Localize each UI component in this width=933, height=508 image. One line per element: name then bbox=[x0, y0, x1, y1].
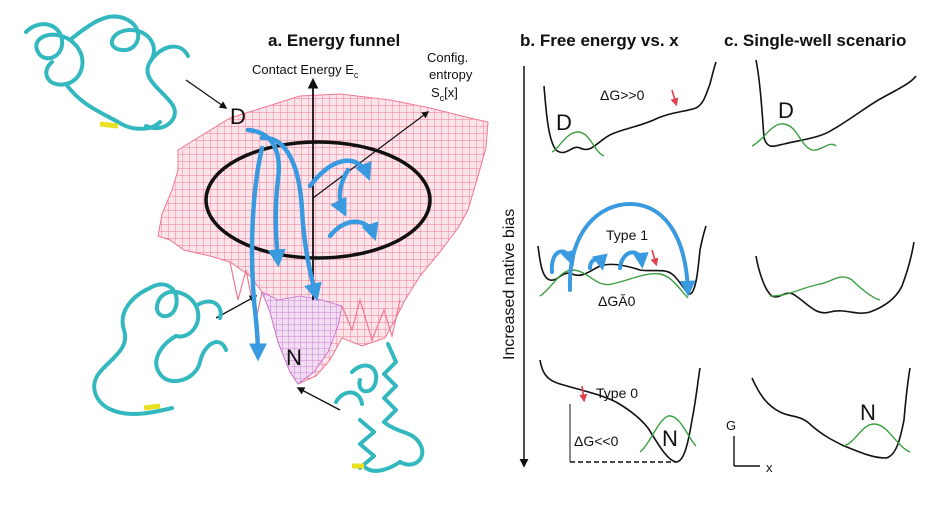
g-label: G bbox=[726, 418, 736, 433]
top-D: D bbox=[556, 110, 572, 135]
landscape-bottom bbox=[539, 359, 701, 463]
type1-arc-mid bbox=[618, 250, 649, 270]
energy-funnel-surface bbox=[157, 93, 489, 385]
single-well-top bbox=[755, 59, 917, 148]
single-well-bottom-green bbox=[843, 423, 911, 453]
panel-c-title: c. Single-well scenario bbox=[724, 31, 906, 50]
single-well-bottom bbox=[751, 367, 911, 459]
top-dg: ΔG>>0 bbox=[600, 87, 645, 103]
marker-bottom bbox=[579, 385, 588, 403]
bottom-dg: ΔG<<0 bbox=[574, 433, 619, 449]
bottom-N-c: N bbox=[860, 400, 876, 425]
x-label: x bbox=[766, 460, 773, 475]
type1-arc-left bbox=[549, 248, 577, 274]
landscape-middle-green bbox=[539, 269, 689, 299]
bottom-N: N bbox=[662, 426, 678, 451]
type1-arc-large bbox=[567, 201, 696, 297]
type1-arc-small bbox=[588, 253, 608, 271]
native-bias-label: Increased native bias bbox=[501, 209, 518, 360]
label-D: D bbox=[230, 104, 246, 129]
mid-dg: ΔGĂ0 bbox=[598, 293, 636, 309]
protein-unfolded bbox=[24, 14, 190, 131]
panel-a: a. Energy funnel Contact Energy Ec Confi… bbox=[24, 14, 489, 473]
landscape-top-green bbox=[551, 131, 605, 157]
funnel-spikes bbox=[229, 261, 401, 342]
unfolded-ensemble-ellipse bbox=[204, 140, 432, 260]
single-well-top-green bbox=[751, 123, 837, 151]
type1-arrows bbox=[549, 201, 696, 297]
pointer-arrow-n bbox=[296, 387, 341, 411]
top-D-c: D bbox=[778, 98, 794, 123]
native-well bbox=[261, 291, 343, 385]
panel-b: b. Free energy vs. x Increased native bi… bbox=[501, 31, 717, 468]
contact-energy-label: Contact Energy Ec bbox=[252, 62, 359, 80]
protein-intermediate bbox=[92, 282, 228, 416]
pathway-arrow-3 bbox=[307, 158, 372, 189]
single-well-middle-green bbox=[769, 276, 881, 301]
pathway-arrow-6 bbox=[248, 145, 267, 362]
protein-native bbox=[334, 342, 425, 473]
pathway-arrow-4 bbox=[330, 167, 351, 217]
entropy-label-2: entropy bbox=[429, 67, 473, 82]
entropy-axis bbox=[312, 111, 430, 199]
mid-type: Type 1 bbox=[606, 227, 648, 243]
folding-pathways bbox=[245, 127, 379, 362]
protein-unfolded-highlight bbox=[99, 121, 119, 129]
pathway-arrow-5 bbox=[327, 219, 379, 242]
bottom-type: Type 0 bbox=[596, 385, 638, 401]
entropy-label-3: Sc[x] bbox=[431, 85, 458, 103]
panel-b-title: b. Free energy vs. x bbox=[520, 31, 679, 50]
landscape-bottom-green bbox=[639, 415, 697, 453]
marker-top bbox=[670, 89, 679, 107]
panel-c: c. Single-well scenario D N G x bbox=[724, 31, 917, 475]
marker-middle bbox=[650, 249, 659, 267]
landscape-top bbox=[543, 61, 717, 154]
label-N: N bbox=[286, 345, 302, 370]
pathway-arrow-2 bbox=[259, 135, 322, 302]
pointer-arrow-d bbox=[185, 79, 228, 109]
entropy-label-1: Config. bbox=[427, 50, 468, 65]
single-well-middle bbox=[755, 241, 915, 314]
protein-intermediate-highlight bbox=[143, 403, 161, 411]
panel-a-title: a. Energy funnel bbox=[268, 31, 400, 50]
